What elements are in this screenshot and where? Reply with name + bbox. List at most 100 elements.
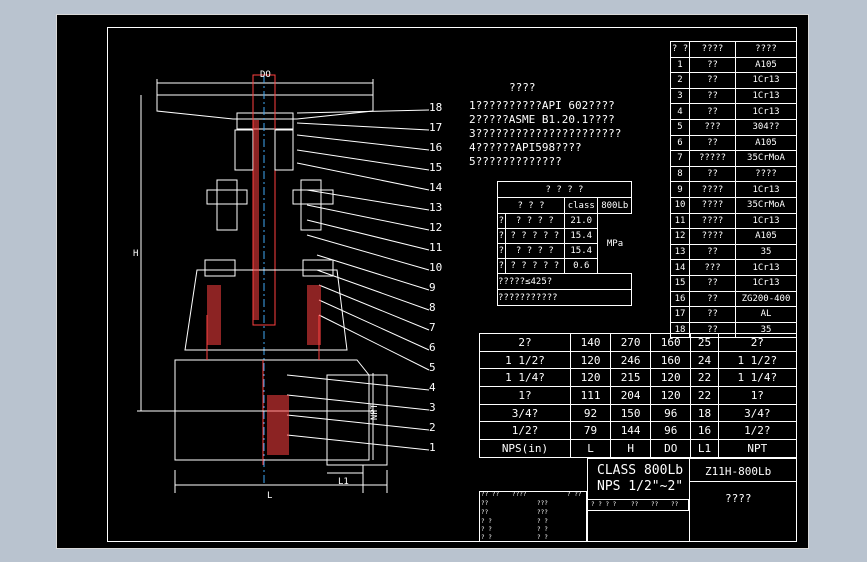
table-row: 10????35CrMoA — [670, 196, 797, 214]
parts-cell: ???? — [689, 181, 736, 198]
table-row: 15??1Cr13 — [670, 274, 797, 292]
pressure-unit: MPa — [597, 213, 632, 274]
table-row: 17??AL — [670, 306, 797, 323]
note-line: 1??????????API 602???? — [469, 99, 615, 112]
scale-cell: ?? — [631, 501, 639, 508]
dimension-cell: L — [569, 439, 612, 458]
dimension-cell: 3/4? — [479, 403, 571, 423]
pressure-header: ? ? ? — [497, 197, 565, 214]
dimension-cell: 1 1/2? — [479, 350, 571, 370]
approval-cell: ?? ?? — [481, 491, 500, 498]
dimension-cell: 2? — [479, 333, 571, 352]
dimension-cell: 140 — [569, 333, 612, 352]
pressure-cell: ? — [497, 243, 506, 259]
pressure-cell: ? ? ? ? — [504, 213, 566, 229]
callout-number: 12 — [429, 221, 443, 234]
table-row: 2??1Cr13 — [670, 72, 797, 89]
model-number: Z11H-800Lb — [705, 465, 772, 478]
parts-cell: 2 — [670, 72, 690, 89]
dim-npt-label: NPT — [370, 403, 381, 421]
dimension-cell: 160 — [650, 350, 692, 370]
title-block-right — [689, 458, 797, 542]
nps-line: NPS 1/2"~2" — [597, 479, 684, 494]
dimension-cell: 2? — [717, 333, 798, 352]
dimension-cell: 120 — [650, 368, 692, 388]
parts-cell: ?? — [689, 290, 736, 308]
note-line: 3?????????????????????? — [469, 127, 622, 140]
dimension-cell: 25 — [690, 333, 719, 352]
parts-cell: 5 — [670, 118, 690, 136]
parts-cell: ??? — [689, 118, 736, 136]
callout-number: 11 — [429, 241, 443, 254]
parts-cell: ?? — [689, 306, 736, 323]
approval-cell: ? ?? — [567, 491, 582, 498]
table-row: 5???304?? — [670, 118, 797, 136]
parts-cell: ???? — [735, 41, 797, 58]
callout-number: 1 — [429, 441, 436, 454]
parts-cell: 10 — [670, 196, 690, 214]
dimension-cell: 160 — [650, 333, 692, 352]
parts-cell: A105 — [735, 56, 797, 74]
dimension-cell: 215 — [610, 368, 652, 388]
parts-cell: ?? — [689, 87, 736, 105]
parts-cell: ?? — [689, 56, 736, 74]
parts-cell: 16 — [670, 290, 690, 308]
parts-cell: 1Cr13 — [735, 181, 797, 198]
callout-number: 16 — [429, 141, 443, 154]
drawing-border — [107, 27, 797, 542]
callout-number: 14 — [429, 181, 443, 194]
pressure-cell: 15.4 — [563, 228, 599, 244]
parts-cell: 13 — [670, 243, 690, 261]
approval-cell: ? ? — [537, 526, 548, 533]
dimension-cell: H — [610, 439, 652, 458]
approval-cell: ?? — [481, 500, 489, 507]
dimension-cell: 22 — [690, 386, 719, 405]
pressure-cell: 0.6 — [563, 258, 599, 274]
dimension-cell: 18 — [690, 403, 719, 423]
dimension-cell: 1/2? — [717, 421, 798, 441]
parts-cell: ??? — [689, 259, 736, 276]
parts-cell: ????? — [689, 150, 736, 167]
table-row: 6??A105 — [670, 134, 797, 152]
dimension-cell: 1 1/4? — [717, 368, 798, 388]
table-row: 16??ZG200-400 — [670, 290, 797, 308]
table-row: 14???1Cr13 — [670, 259, 797, 276]
parts-cell: ?? — [689, 165, 736, 183]
pressure-cell: ? ? ? ? ? — [504, 228, 566, 244]
parts-cell: 1Cr13 — [735, 87, 797, 105]
parts-cell: 9 — [670, 181, 690, 198]
approval-cell: ??? — [537, 509, 548, 516]
parts-cell: ???? — [689, 228, 736, 245]
dimension-cell: NPT — [717, 439, 798, 458]
table-row: 4??1Cr13 — [670, 103, 797, 120]
parts-cell: 1Cr13 — [735, 259, 797, 276]
note-line: 2?????ASME B1.20.1???? — [469, 113, 615, 126]
callout-number: 4 — [429, 381, 436, 394]
dimension-cell: 79 — [569, 421, 612, 441]
parts-cell: ?? — [689, 103, 736, 120]
dimension-cell: 16 — [690, 421, 719, 441]
parts-cell: 4 — [670, 103, 690, 120]
parts-cell: 8 — [670, 165, 690, 183]
callout-number: 3 — [429, 401, 436, 414]
dimension-cell: 1 1/2? — [717, 350, 798, 370]
approval-grid — [479, 491, 587, 542]
dim-l1-label: L1 — [338, 477, 349, 487]
parts-cell: 35 — [735, 243, 797, 261]
parts-cell: ? ? — [670, 41, 690, 58]
pressure-cell: ? — [497, 258, 506, 274]
valve-drawing — [137, 74, 430, 493]
scale-grid — [587, 499, 689, 511]
approval-cell: ? ? — [481, 534, 492, 541]
dimension-cell: 24 — [690, 350, 719, 370]
dim-h-label: H — [133, 249, 139, 259]
callout-number: 9 — [429, 281, 436, 294]
dimension-cell: NPS(in) — [479, 439, 571, 458]
pressure-footer: ?????≤425? — [497, 273, 632, 290]
note-line: 4??????API598???? — [469, 141, 582, 154]
